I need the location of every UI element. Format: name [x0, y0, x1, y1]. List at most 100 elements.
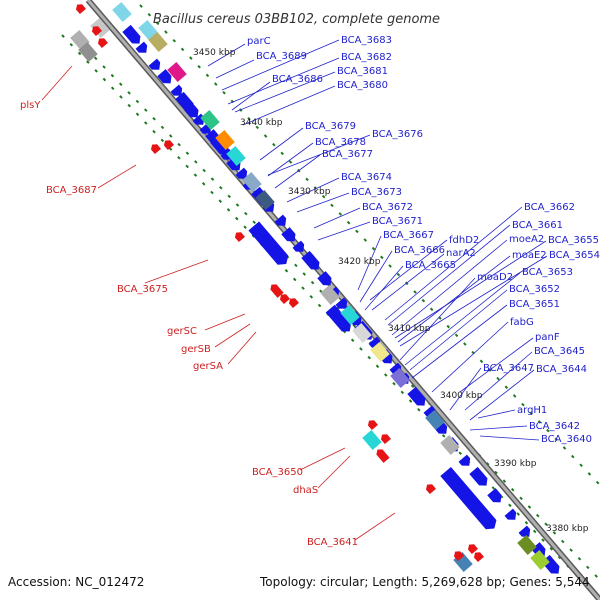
forward-gene-arrow-shape	[122, 24, 141, 44]
forward-gene-arrow-shape	[407, 386, 426, 406]
kbp-tick-label: 3420 kbp	[338, 257, 381, 267]
feature-block	[340, 305, 360, 325]
forward-gene-arrow	[435, 422, 448, 434]
forward-gene-arrow-shape	[184, 103, 199, 118]
forward-gene-arrow	[335, 297, 348, 309]
feature-block	[200, 110, 220, 130]
forward-gene-arrow-shape	[248, 221, 289, 265]
gene-label: BCA_3653	[522, 267, 573, 278]
kbp-tick-label: 3440 kbp	[240, 118, 283, 128]
kbp-tick-label: 3380 kbp	[546, 524, 589, 534]
leader-line	[242, 85, 336, 126]
leader-line	[296, 192, 350, 213]
reverse-gene-arrow	[376, 449, 390, 463]
gene-label: moaE2	[512, 250, 547, 261]
feature-block	[167, 62, 187, 82]
leader-line	[221, 39, 340, 91]
leader-line	[214, 323, 251, 348]
feature-block	[78, 42, 98, 62]
feature-block-shape	[530, 550, 550, 570]
feature-block-shape	[370, 342, 390, 362]
feature-block-shape	[148, 32, 168, 52]
reverse-gene-shape	[376, 449, 390, 463]
gene-label: parC	[247, 36, 271, 47]
feature-block	[138, 20, 158, 40]
gene-label: gerSB	[181, 344, 211, 355]
gene-label: BCA_3661	[512, 220, 563, 231]
leader-line	[391, 239, 508, 336]
leader-line	[215, 59, 255, 79]
gene-label: BCA_3678	[315, 137, 366, 148]
reverse-gene-shape	[163, 140, 174, 151]
reverse-gene-arrow	[163, 140, 174, 151]
leader-line	[477, 409, 516, 419]
leader-line	[397, 255, 511, 343]
forward-gene-arrow-shape	[317, 271, 332, 286]
feature-block	[215, 130, 235, 150]
feature-block-shape	[167, 62, 187, 82]
reverse-gene-arrow	[279, 294, 290, 305]
forward-gene-arrow	[170, 84, 183, 96]
forward-gene-arrow	[148, 58, 161, 70]
leader-line	[286, 177, 340, 203]
reverse-gene-arrow	[367, 420, 378, 431]
leader-line	[144, 259, 209, 284]
feature-block	[320, 285, 340, 305]
reverse-gene-shape	[467, 544, 478, 555]
forward-gene-arrow-shape	[235, 167, 248, 179]
leader-line	[267, 142, 314, 177]
forward-gene-arrow-shape	[518, 525, 531, 537]
gene-label: BCA_3677	[322, 149, 373, 160]
gene-label: gerSC	[167, 326, 197, 337]
forward-gene-arrow	[184, 103, 199, 118]
reverse-gene-shape	[453, 551, 464, 562]
gene-label: BCA_3671	[372, 216, 423, 227]
forward-gene-arrow-shape	[274, 214, 287, 226]
gene-label: BCA_3647	[483, 363, 534, 374]
forward-gene-arrow	[504, 508, 517, 520]
leader-line	[409, 289, 508, 371]
forward-gene-arrow	[292, 240, 305, 252]
forward-gene-arrow-shape	[210, 135, 229, 155]
kbp-tick-label: 3390 kbp	[494, 459, 537, 469]
leader-line	[431, 321, 509, 393]
reverse-gene-shape	[380, 434, 391, 445]
forward-gene-arrow	[281, 227, 296, 242]
leader-line	[274, 154, 321, 189]
topology-text: Topology: circular; Length: 5,269,628 bp…	[259, 575, 590, 589]
forward-gene-arrow	[317, 271, 332, 286]
leader-line	[369, 239, 448, 301]
feature-block-shape	[517, 535, 537, 555]
feature-block-shape	[242, 172, 262, 192]
feature-block-shape	[90, 18, 110, 38]
reverse-gene-shape	[97, 38, 108, 49]
gene-label: BCA_3687	[46, 185, 97, 196]
gene-label: BCA_3666	[394, 245, 445, 256]
reverse-gene-arrow	[150, 144, 161, 155]
forward-gene-arrow	[235, 167, 248, 179]
leader-line	[317, 455, 351, 489]
forward-gene-arrow-shape	[440, 466, 497, 530]
feature-block-shape	[440, 435, 460, 455]
feature-block	[148, 32, 168, 52]
leader-line	[399, 277, 476, 361]
forward-gene-arrow-shape	[192, 113, 205, 125]
feature-block	[112, 2, 132, 22]
leader-line	[364, 265, 404, 311]
leader-line	[227, 57, 340, 105]
leader-line	[267, 134, 371, 176]
forward-gene-arrow-shape	[504, 508, 517, 520]
gene-label: BCA_3650	[252, 467, 303, 478]
kbp-tick-label: 3430 kbp	[288, 187, 331, 197]
gene-label: BCA_3652	[509, 284, 560, 295]
gene-label: BCA_3645	[534, 346, 585, 357]
forward-gene-arrow-shape	[135, 41, 148, 53]
kbp-tick-label: 3400 kbp	[440, 391, 483, 401]
leader-line	[399, 255, 548, 347]
leader-line	[317, 221, 371, 241]
forward-gene-arrow	[192, 113, 205, 125]
forward-gene-arrow	[301, 250, 320, 270]
gene-label: BCA_3681	[337, 66, 388, 77]
reverse-gene-shape	[150, 144, 161, 155]
forward-gene-arrow	[248, 221, 289, 265]
